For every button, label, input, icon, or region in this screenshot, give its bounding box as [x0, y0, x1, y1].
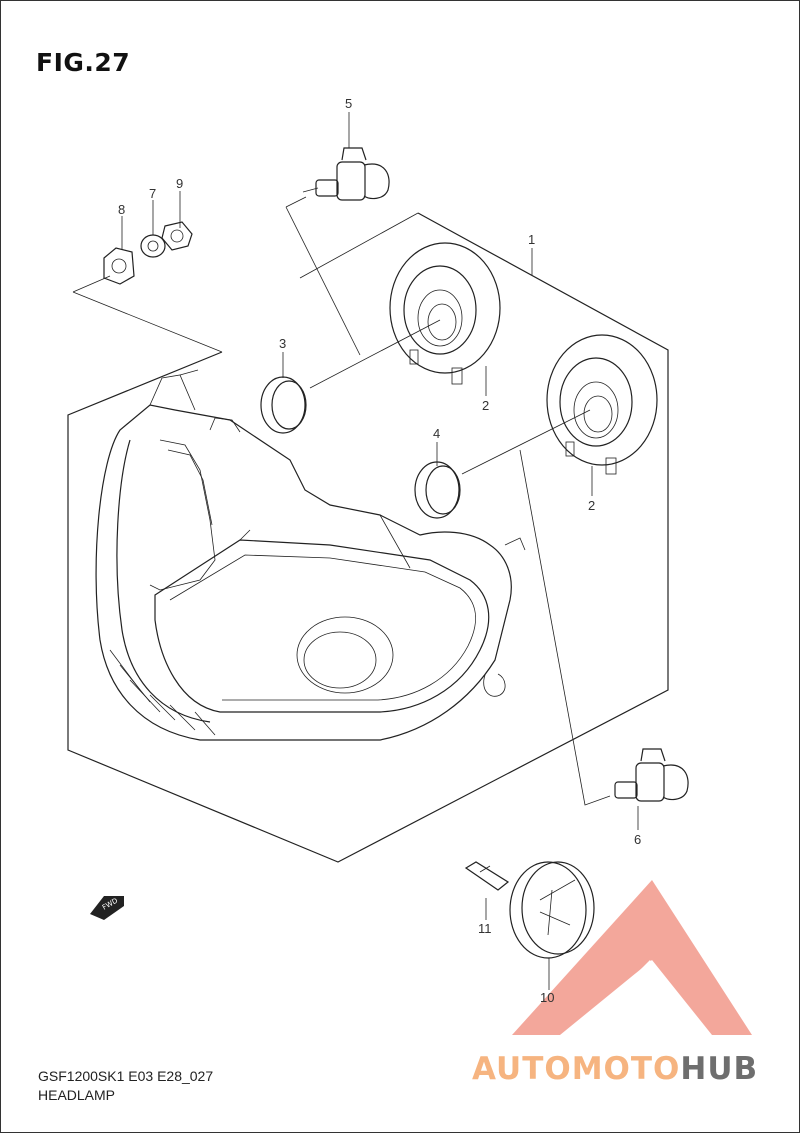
watermark-part1: AUTOMOTO: [472, 1051, 681, 1087]
bulb-6: [614, 748, 689, 802]
leader-8: [72, 291, 223, 353]
assembly-frame: [67, 212, 669, 863]
callout-9: 9: [176, 176, 183, 191]
callout-8: 8: [118, 202, 125, 217]
nut-9: [161, 221, 193, 251]
leader-6-axis: [519, 449, 611, 806]
callout-4: 4: [433, 426, 440, 441]
watermark-part2: HUB: [680, 1051, 759, 1087]
callout-6: 6: [634, 832, 641, 847]
cap-10: [509, 861, 595, 959]
grommet-8: [103, 247, 135, 285]
callout-11: 11: [478, 921, 492, 936]
fwd-arrow: FWD: [90, 896, 124, 920]
callout-3: 3: [279, 336, 286, 351]
socket-2-upper: [389, 242, 501, 385]
callout-2b: 2: [588, 498, 595, 513]
watermark-text: AUTOMOTOHUB: [472, 1051, 758, 1087]
leader-5: [285, 206, 361, 356]
socket-2-lower: [546, 334, 658, 475]
section-name: HEADLAMP: [38, 1087, 116, 1103]
model-code: GSF1200SK1 E03 E28_027: [38, 1068, 214, 1084]
callout-1: 1: [528, 232, 535, 247]
headlamp-housing-1: [95, 369, 526, 741]
callout-10: 10: [540, 990, 554, 1005]
callout-2a: 2: [482, 398, 489, 413]
callout-7: 7: [149, 186, 156, 201]
ring-4: [414, 461, 461, 519]
ring-3: [260, 376, 307, 434]
stud-11: [464, 861, 510, 891]
bulb-5: [302, 147, 390, 201]
callout-5: 5: [345, 96, 352, 111]
figure-title: FIG.27: [36, 48, 131, 77]
washer-7: [140, 234, 166, 258]
watermark-logo: [512, 880, 752, 1035]
